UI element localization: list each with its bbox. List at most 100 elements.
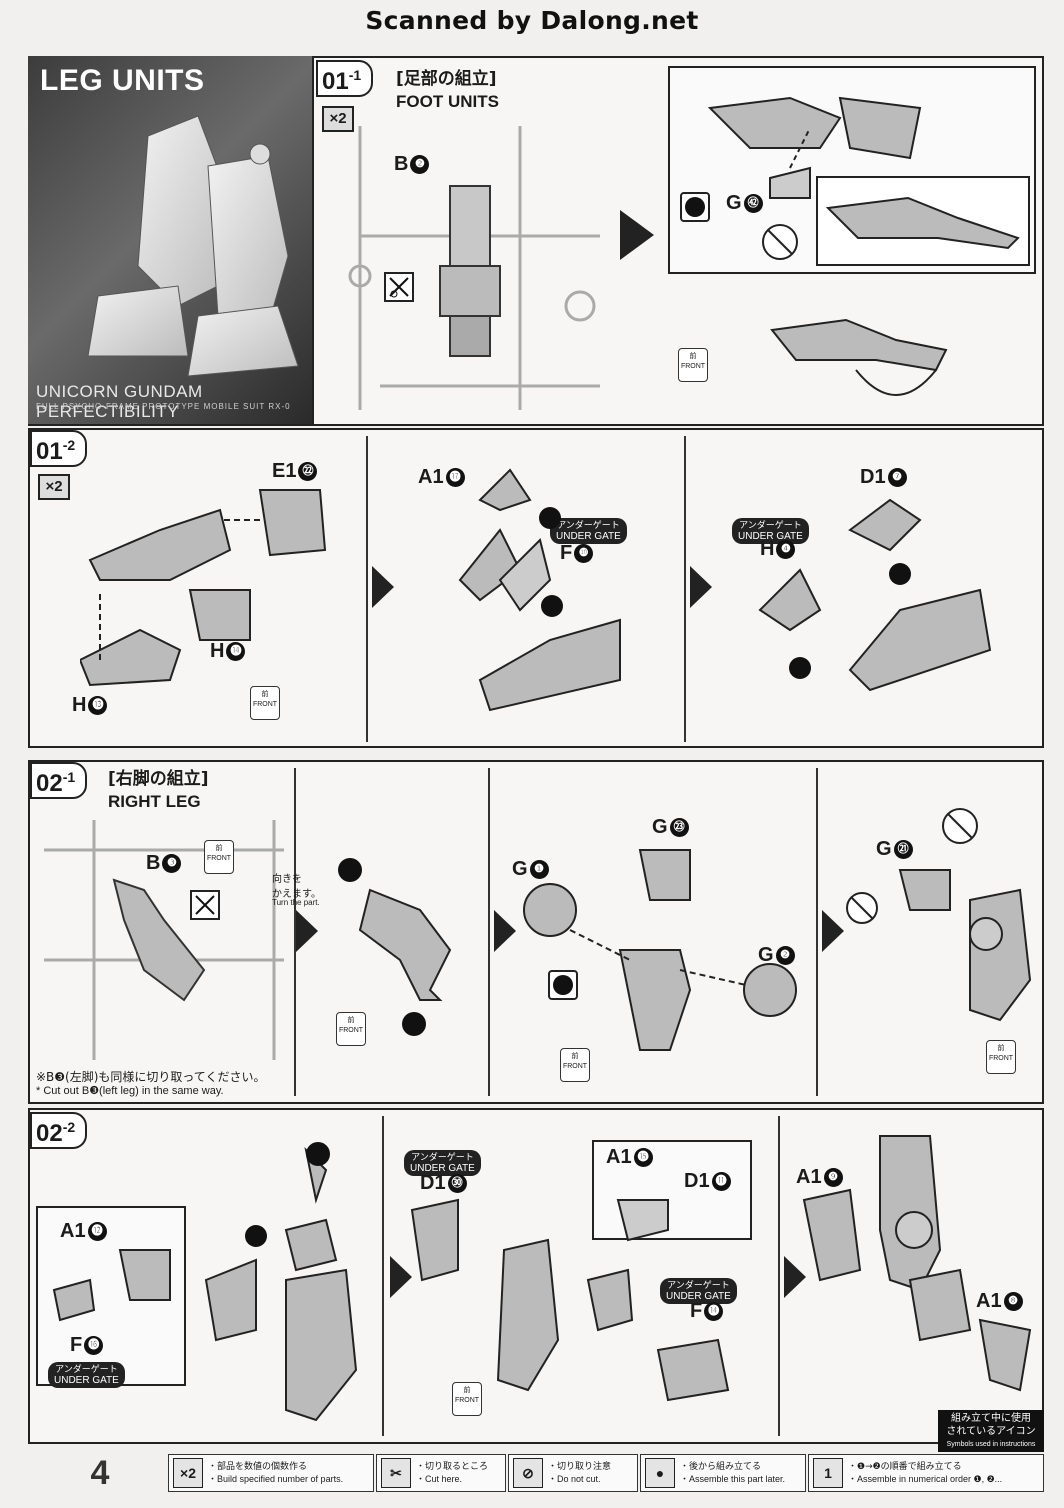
- divider: [294, 768, 296, 1096]
- front-direction-icon: 前 FRONT: [452, 1382, 482, 1416]
- scissors-icon: ✂: [381, 1458, 411, 1488]
- legend-item-numerical-order: 1 ・❶→❷の順番で組み立てる・Assemble in numerical or…: [808, 1454, 1044, 1492]
- under-gate-badge: アンダーゲート UNDER GATE: [550, 518, 627, 544]
- do-not-cut-icon: [942, 808, 978, 844]
- detail-box-01-1-result: [816, 176, 1030, 266]
- front-direction-icon: 前 FRONT: [250, 686, 280, 720]
- quantity-icon: ×2: [173, 1458, 203, 1488]
- front-direction-icon: 前 FRONT: [204, 840, 234, 874]
- step-arrow-icon: [822, 910, 844, 952]
- full-leg-illustration: [802, 1135, 1032, 1392]
- step-arrow-icon: [390, 1256, 412, 1298]
- cut-note-jp: ※B❸(左脚)も同様に切り取ってください。: [36, 1070, 266, 1084]
- front-direction-icon: 前 FRONT: [560, 1048, 590, 1082]
- step-arrow-icon: [372, 566, 394, 608]
- cut-here-icon: [384, 272, 414, 302]
- divider: [366, 436, 368, 742]
- legend-item-cut-here: ✂ ・切り取るところ・Cut here.: [376, 1454, 506, 1492]
- quantity-badge: ×2: [322, 106, 354, 132]
- hero-subtitle: UNICORN GUNDAM PERFECTIBILITY: [36, 382, 203, 421]
- assemble-later-icon: [680, 192, 710, 222]
- foot-shell-illustration: [758, 498, 992, 692]
- leg-frame-illustration: [338, 858, 452, 1036]
- under-gate-badge: アンダーゲート UNDER GATE: [660, 1278, 737, 1304]
- cut-note-en: * Cut out B❸(left leg) in the same way.: [36, 1085, 224, 1097]
- step-02-1-number: 02-1: [30, 762, 88, 799]
- divider: [816, 768, 818, 1096]
- assembly-result-illustration: [770, 318, 948, 396]
- divider: [382, 1116, 384, 1436]
- turn-note-jp: 向きを かえます。: [272, 874, 321, 900]
- hero-title: LEG UNITS: [40, 64, 205, 97]
- runner-sprue: [340, 126, 610, 410]
- legend-item-do-not-cut: ⊘ ・切り取り注意・Do not cut.: [508, 1454, 638, 1492]
- divider: [778, 1116, 780, 1436]
- step-01-1-number: 01-1: [316, 60, 374, 97]
- divider: [684, 436, 686, 742]
- knee-armor-illustration: [410, 1198, 730, 1402]
- upper-leg-illustration: [898, 869, 1032, 1022]
- step-01-1-en-title: FOOT UNITS: [396, 92, 499, 111]
- hero-subtitle-2: FULL PSYCHO-FRAME PROTOTYPE MOBILE SUIT …: [36, 402, 291, 411]
- do-not-cut-icon: [762, 224, 798, 260]
- foot-assembly-illustration: [80, 489, 327, 687]
- divider: [488, 768, 490, 1096]
- lower-leg-assembly-illustration: [204, 1142, 358, 1422]
- assemble-later-icon: ●: [645, 1458, 675, 1488]
- cut-here-icon: [190, 890, 220, 920]
- under-gate-badge: アンダーゲート UNDER GATE: [48, 1362, 125, 1388]
- leg-units-illustration: [87, 115, 299, 377]
- shin-armor-illustration: [52, 1249, 171, 1322]
- legend-title: 組み立て中に使用 されているアイコン Symbols used in instr…: [938, 1410, 1044, 1452]
- turn-note-en: Turn the part.: [272, 898, 320, 907]
- step-02-1-en-title: RIGHT LEG: [108, 792, 201, 811]
- step-arrow-icon: [620, 210, 654, 260]
- step-arrow-icon: [690, 566, 712, 608]
- quantity-badge: ×2: [38, 474, 70, 500]
- knee-joint-illustration: [523, 849, 797, 1051]
- runner-sprue: [34, 820, 290, 1060]
- toe-assembly-illustration: [458, 468, 621, 712]
- watermark: Scanned by Dalong.net: [365, 6, 699, 35]
- step-arrow-icon: [296, 910, 318, 952]
- hero-image: LEG UNITS UNICORN GUNDAM PERFECTIBILITY …: [28, 56, 314, 424]
- step-02-2-number: 02-2: [30, 1112, 88, 1149]
- legend-item-quantity: ×2 ・部品を数値の個数作る・Build specified number of…: [168, 1454, 374, 1492]
- page-number: 4: [90, 1454, 110, 1492]
- step-02-1-jp-title: [右脚の組立]: [108, 769, 209, 789]
- front-direction-icon: 前 FRONT: [336, 1012, 366, 1046]
- under-gate-badge: アンダーゲート UNDER GATE: [732, 518, 809, 544]
- do-not-cut-icon: [846, 892, 878, 924]
- step-arrow-icon: [784, 1256, 806, 1298]
- front-direction-icon: 前 FRONT: [678, 348, 708, 382]
- under-gate-badge: アンダーゲート UNDER GATE: [404, 1150, 481, 1176]
- front-direction-icon: 前 FRONT: [986, 1040, 1016, 1074]
- step-01-2-number: 01-2: [30, 430, 88, 467]
- legend-item-assemble-later: ● ・後から組み立てる・Assemble this part later.: [640, 1454, 806, 1492]
- assemble-later-icon: [548, 970, 578, 1000]
- step-arrow-icon: [494, 910, 516, 952]
- do-not-cut-icon: ⊘: [513, 1458, 543, 1488]
- step-01-1-jp-title: [足部の組立]: [396, 69, 497, 89]
